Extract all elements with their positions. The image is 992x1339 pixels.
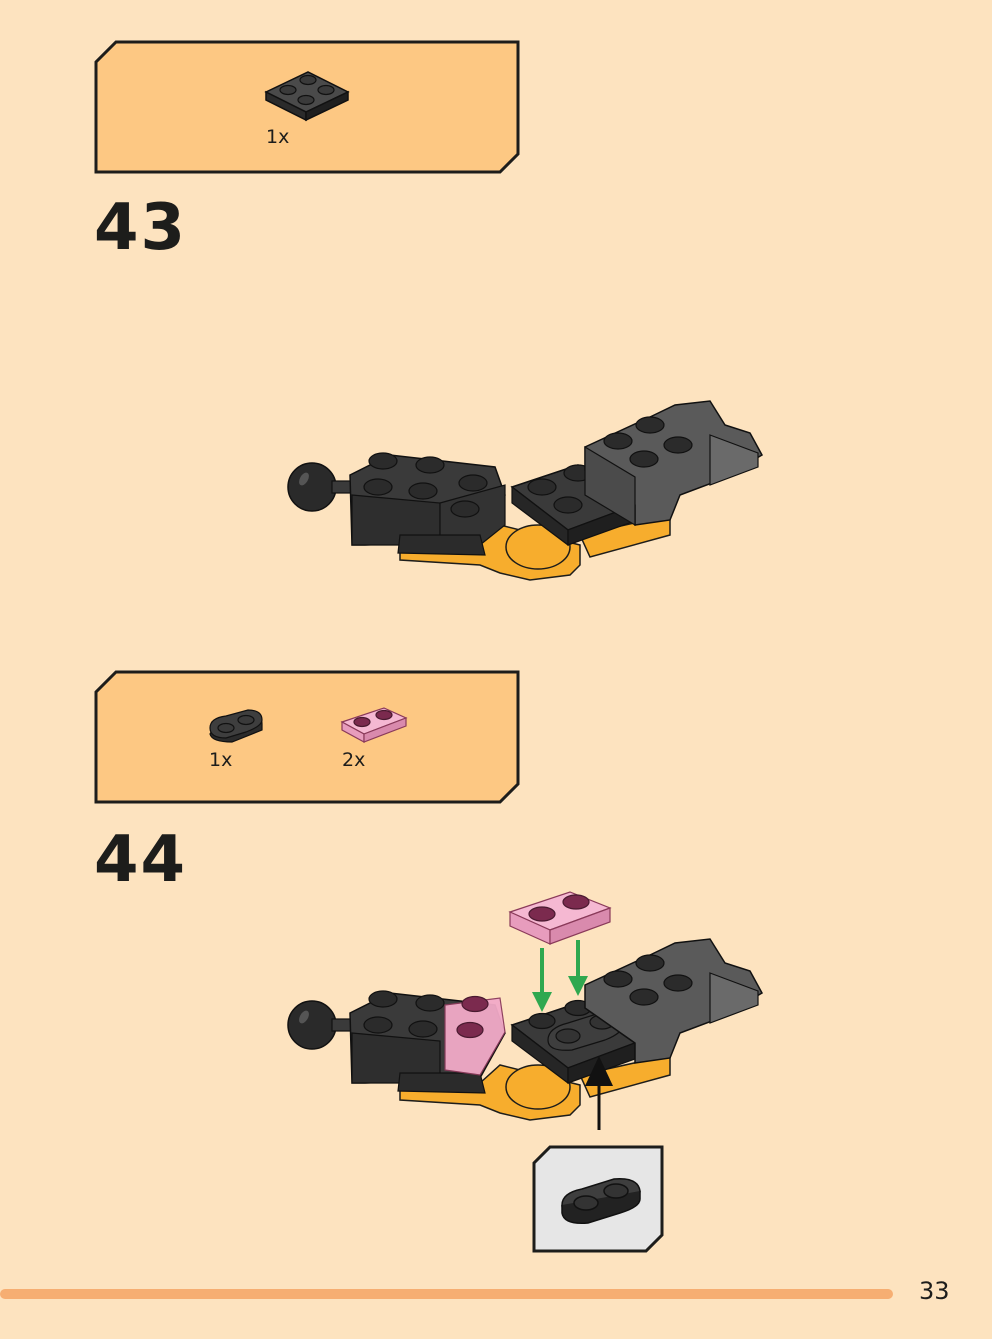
page-accent-bar (0, 1289, 893, 1299)
step-number: 43 (94, 191, 188, 265)
step-43-assembly-illustration (287, 400, 764, 581)
part-qty: 2x (342, 749, 366, 771)
step-44-assembly-illustration (287, 891, 764, 1130)
black-1x2-rounded-plate-icon (561, 1178, 641, 1225)
step-44-parts-box: 1x 2x (94, 670, 520, 804)
part-qty: 1x (209, 749, 233, 771)
black-2x2-plate-icon (264, 71, 350, 122)
black-1x2-rounded-plate-icon (209, 709, 263, 743)
callout-box (532, 1145, 664, 1253)
step-number: 44 (94, 823, 188, 897)
placement-arrow-icon (532, 940, 588, 1012)
part-qty: 1x (266, 126, 290, 148)
step-43-parts-box: 1x (94, 40, 520, 174)
page-number: 33 (919, 1277, 950, 1305)
pink-1x2-plate-icon (340, 707, 408, 744)
